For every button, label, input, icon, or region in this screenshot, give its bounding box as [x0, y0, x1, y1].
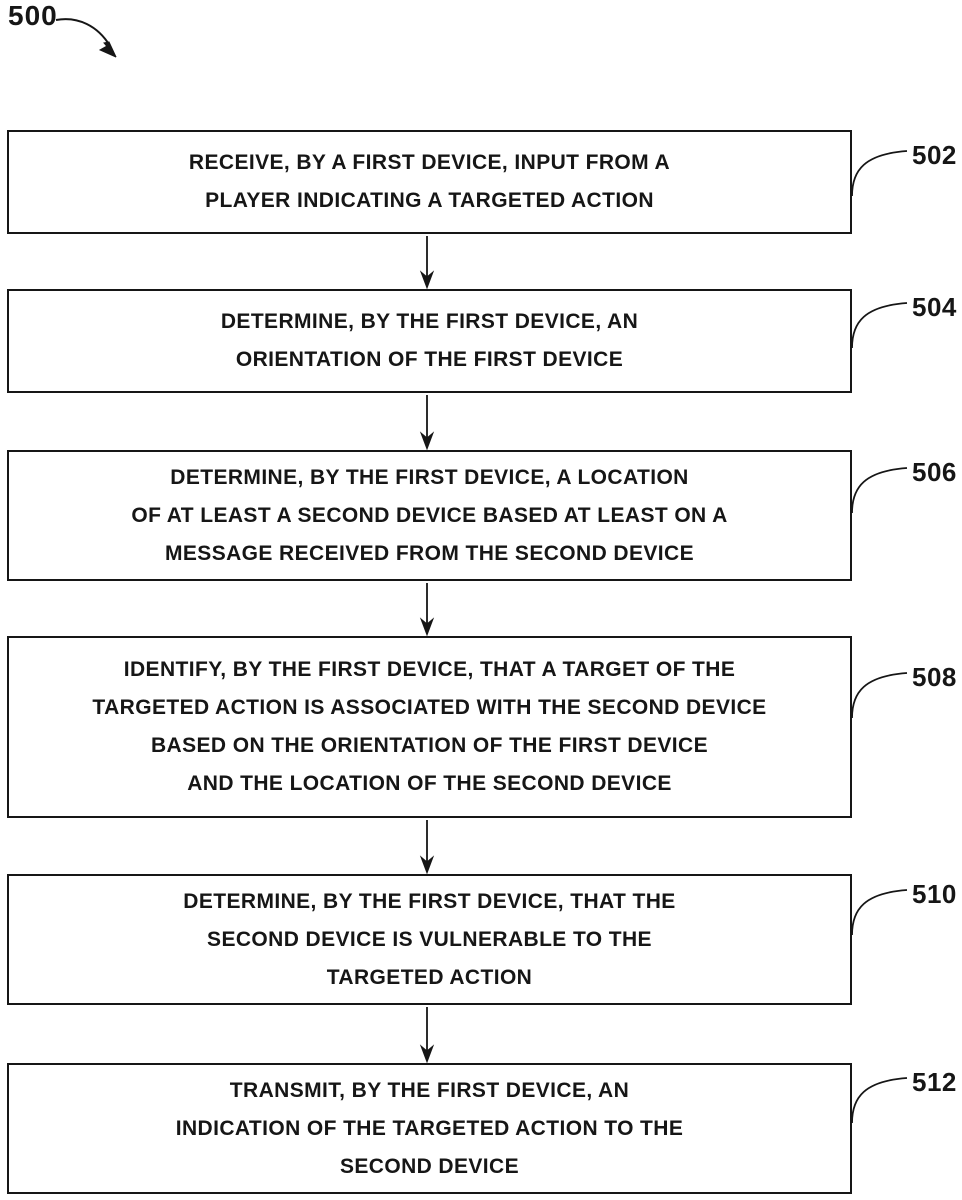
flow-step-504: DETERMINE, BY THE FIRST DEVICE, AN ORIEN… [7, 289, 852, 393]
flow-step-504-text: ORIENTATION OF THE FIRST DEVICE [235, 348, 624, 371]
ref-label-510: 510 [912, 879, 957, 909]
flow-step-508-text: IDENTIFY, BY THE FIRST DEVICE, THAT A TA… [123, 658, 736, 681]
flow-arrow-icon [419, 395, 435, 450]
flow-step-502-text: PLAYER INDICATING A TARGETED ACTION [205, 189, 654, 212]
flow-step-506-text: OF AT LEAST A SECOND DEVICE BASED AT LEA… [131, 503, 728, 527]
ref-label-506: 506 [912, 457, 957, 487]
flow-step-508-text: AND THE LOCATION OF THE SECOND DEVICE [187, 772, 672, 795]
flow-arrow-icon [419, 1007, 435, 1063]
ref-label-502: 502 [912, 140, 957, 170]
flow-step-510-text: SECOND DEVICE IS VULNERABLE TO THE [207, 927, 652, 951]
flow-step-512: TRANSMIT, BY THE FIRST DEVICE, AN INDICA… [7, 1063, 852, 1194]
flow-step-512-text: INDICATION OF THE TARGETED ACTION TO THE [175, 1116, 684, 1140]
flow-step-512-text: TRANSMIT, BY THE FIRST DEVICE, AN [229, 1078, 630, 1102]
leader-line-502 [851, 150, 908, 197]
leader-line-510 [851, 889, 908, 936]
flow-arrow-icon [419, 583, 435, 636]
flow-step-512-text: SECOND DEVICE [339, 1154, 520, 1178]
ref-label-512: 512 [912, 1067, 957, 1097]
leader-line-508 [851, 672, 908, 719]
flow-step-508-text: TARGETED ACTION IS ASSOCIATED WITH THE S… [92, 696, 767, 719]
flow-arrow-icon [419, 236, 435, 289]
flow-step-510: DETERMINE, BY THE FIRST DEVICE, THAT THE… [7, 874, 852, 1005]
flow-step-510-text: DETERMINE, BY THE FIRST DEVICE, THAT THE [183, 889, 676, 913]
flow-step-506-text: DETERMINE, BY THE FIRST DEVICE, A LOCATI… [170, 465, 689, 489]
leader-line-512 [851, 1077, 908, 1124]
flow-step-504-text: DETERMINE, BY THE FIRST DEVICE, AN [220, 310, 639, 333]
flow-step-502-text: RECEIVE, BY A FIRST DEVICE, INPUT FROM A [188, 151, 671, 174]
flow-step-506-text: MESSAGE RECEIVED FROM THE SECOND DEVICE [164, 541, 694, 565]
figure-ref-arrow-icon [55, 18, 117, 58]
flow-step-510-text: TARGETED ACTION [326, 965, 533, 989]
flow-step-502: RECEIVE, BY A FIRST DEVICE, INPUT FROM A… [7, 130, 852, 234]
flow-step-508-text: BASED ON THE ORIENTATION OF THE FIRST DE… [150, 734, 708, 757]
figure-ref-label: 500 [8, 0, 58, 31]
flow-step-506: DETERMINE, BY THE FIRST DEVICE, A LOCATI… [7, 450, 852, 581]
leader-line-506 [851, 467, 908, 514]
ref-label-508: 508 [912, 662, 957, 692]
flow-arrow-icon [419, 820, 435, 874]
flow-step-508: IDENTIFY, BY THE FIRST DEVICE, THAT A TA… [7, 636, 852, 818]
ref-label-504: 504 [912, 292, 957, 322]
leader-line-504 [851, 302, 908, 349]
